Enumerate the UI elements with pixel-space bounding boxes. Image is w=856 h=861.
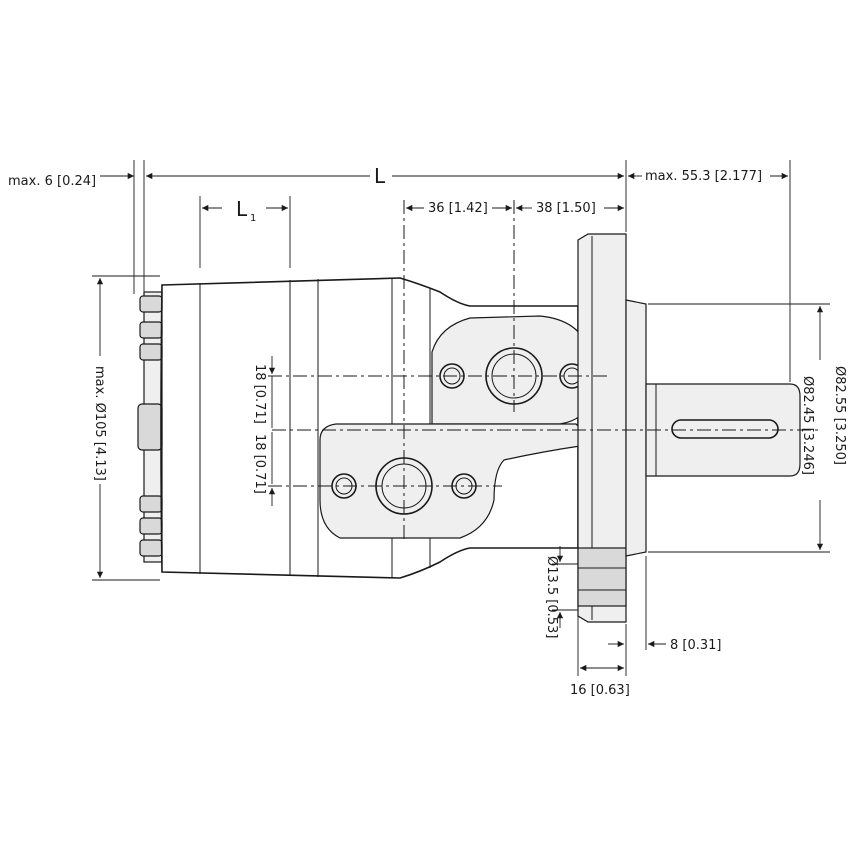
dim-8: 8 [0.31] — [670, 638, 722, 653]
output-shaft — [625, 299, 801, 557]
dim-16: 16 [0.63] — [570, 683, 630, 698]
dim-max-6: max. 6 [0.24] — [8, 174, 96, 189]
dim-dia-82-55: Ø82.55 [3.250] — [832, 366, 847, 465]
housing-outline — [160, 277, 579, 579]
dim-max-55-3: max. 55.3 [2.177] — [645, 169, 762, 184]
center-lines — [268, 200, 820, 540]
dim-18-top: 18 [0.71] — [252, 364, 267, 424]
dim-dia-82-45: Ø82.45 [3.246] — [800, 376, 815, 475]
dim-18-bottom: 18 [0.71] — [252, 434, 267, 494]
port-plate-lower — [319, 423, 583, 539]
dim-L: L — [374, 164, 386, 188]
dimension-lines — [96, 172, 824, 672]
dim-L1-subscript: 1 — [250, 213, 256, 224]
end-cap-bolts — [137, 291, 163, 563]
dimension-labels: max. 6 [0.24] L max. 55.3 [2.177] L 1 36… — [8, 164, 847, 698]
extension-lines — [92, 160, 830, 676]
dim-38: 38 [1.50] — [536, 201, 596, 216]
motor-body — [137, 233, 801, 623]
port-plate-upper — [431, 315, 591, 425]
mounting-flange — [577, 233, 627, 623]
dim-L1: L — [236, 197, 248, 221]
dim-dia-13-5: Ø13.5 [0.53] — [544, 556, 559, 638]
dim-36: 36 [1.42] — [428, 201, 488, 216]
dim-max-dia-105: max. Ø105 [4.13] — [92, 366, 107, 481]
shaft-keyway — [671, 419, 779, 439]
